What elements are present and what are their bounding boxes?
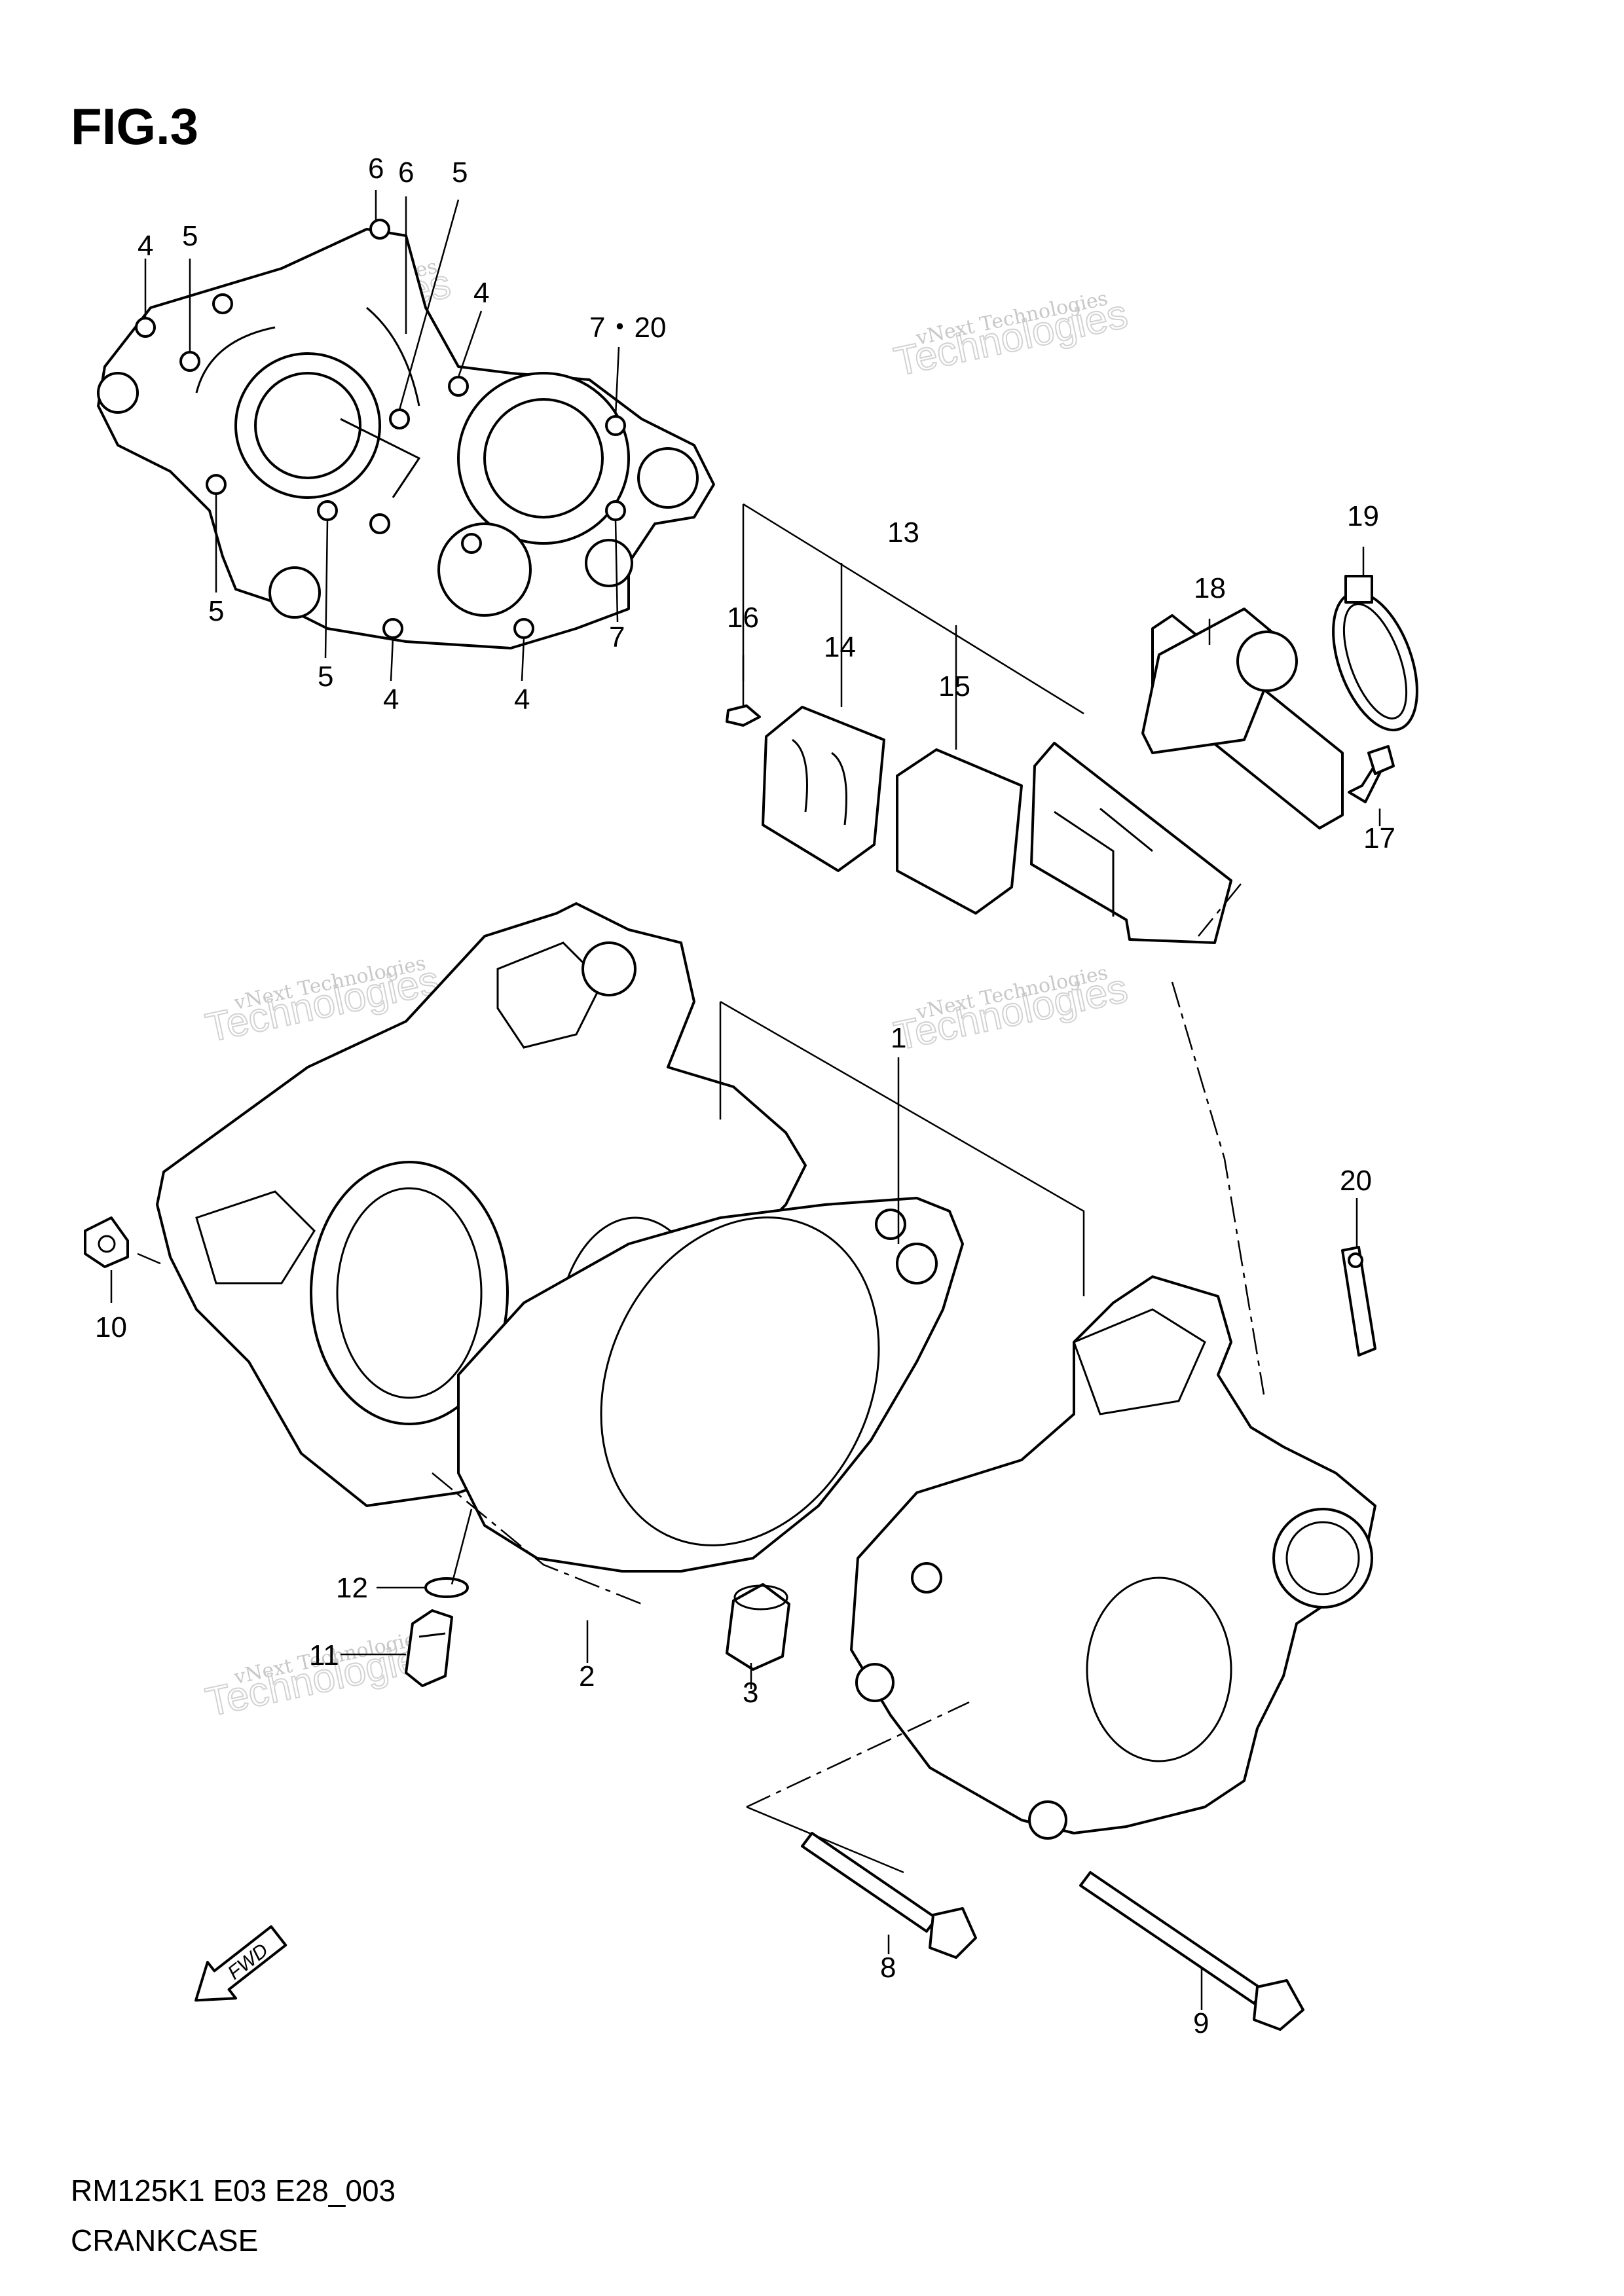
callout-4: 4 (138, 230, 153, 262)
callout-6: 6 (398, 156, 414, 189)
washer-12 (377, 1577, 469, 1598)
gasket-2 (457, 1197, 964, 1573)
callout-3: 3 (743, 1677, 758, 1709)
figure-name: CRANKCASE (71, 2223, 258, 2257)
callout-4: 4 (383, 683, 399, 716)
callout-8: 8 (880, 1952, 896, 1984)
callout-2: 2 (579, 1660, 595, 1692)
callout-14: 14 (824, 631, 856, 663)
callout-5: 5 (318, 661, 333, 693)
crankcase-right-half (850, 1275, 1376, 1840)
figure-code: RM125K1 E03 E28_003 (71, 2174, 396, 2208)
callout-11: 11 (309, 1639, 339, 1671)
bolt-17 (1348, 745, 1395, 803)
clip-20 (1341, 1198, 1376, 1357)
assembly-leaders (432, 883, 1265, 1874)
reed-valve-15 (896, 748, 1023, 915)
callout-9: 9 (1193, 2007, 1209, 2039)
callout-1: 1 (891, 1022, 906, 1054)
reed-cage-13 (1030, 742, 1232, 944)
callout-5: 5 (452, 156, 468, 189)
bolt-9 (1079, 1871, 1304, 2031)
callout-15: 15 (938, 670, 970, 702)
callout-13: 13 (887, 517, 919, 549)
plug-11 (341, 1508, 473, 1687)
seal-10 (84, 1216, 161, 1303)
callout-7-20: 7・20 (589, 312, 666, 344)
reed-stopper-14 (762, 706, 885, 872)
fwd-direction-arrow: FWD (194, 1925, 287, 2002)
callout-6: 6 (368, 153, 384, 185)
callout-4: 4 (514, 683, 530, 716)
leaders-top-left (144, 190, 620, 682)
figure-title: FIG.3 (71, 98, 198, 155)
callout-19: 19 (1347, 500, 1379, 532)
callout-4: 4 (473, 277, 489, 309)
callout-16: 16 (727, 602, 759, 634)
callout-12: 12 (336, 1572, 368, 1604)
reed-valve-assembly (726, 503, 1418, 944)
bolt-8 (801, 1832, 977, 1959)
callout-17: 17 (1363, 822, 1395, 854)
callout-10: 10 (95, 1311, 127, 1343)
callout-18: 18 (1194, 572, 1226, 604)
screw-16 (726, 655, 761, 727)
dowel-pin-3 (726, 1583, 790, 1689)
clamp-19 (1332, 575, 1418, 732)
callout-5: 5 (182, 220, 198, 252)
callout-labels: 4 5 6 6 5 4 7・20 5 5 4 4 7 13 14 15 16 1… (95, 153, 1395, 2039)
callout-7: 7 (609, 621, 625, 653)
callout-20: 20 (1340, 1165, 1372, 1197)
bolt-holes (135, 219, 626, 639)
crankcase-inner-view (97, 219, 715, 649)
callout-5: 5 (208, 595, 224, 627)
